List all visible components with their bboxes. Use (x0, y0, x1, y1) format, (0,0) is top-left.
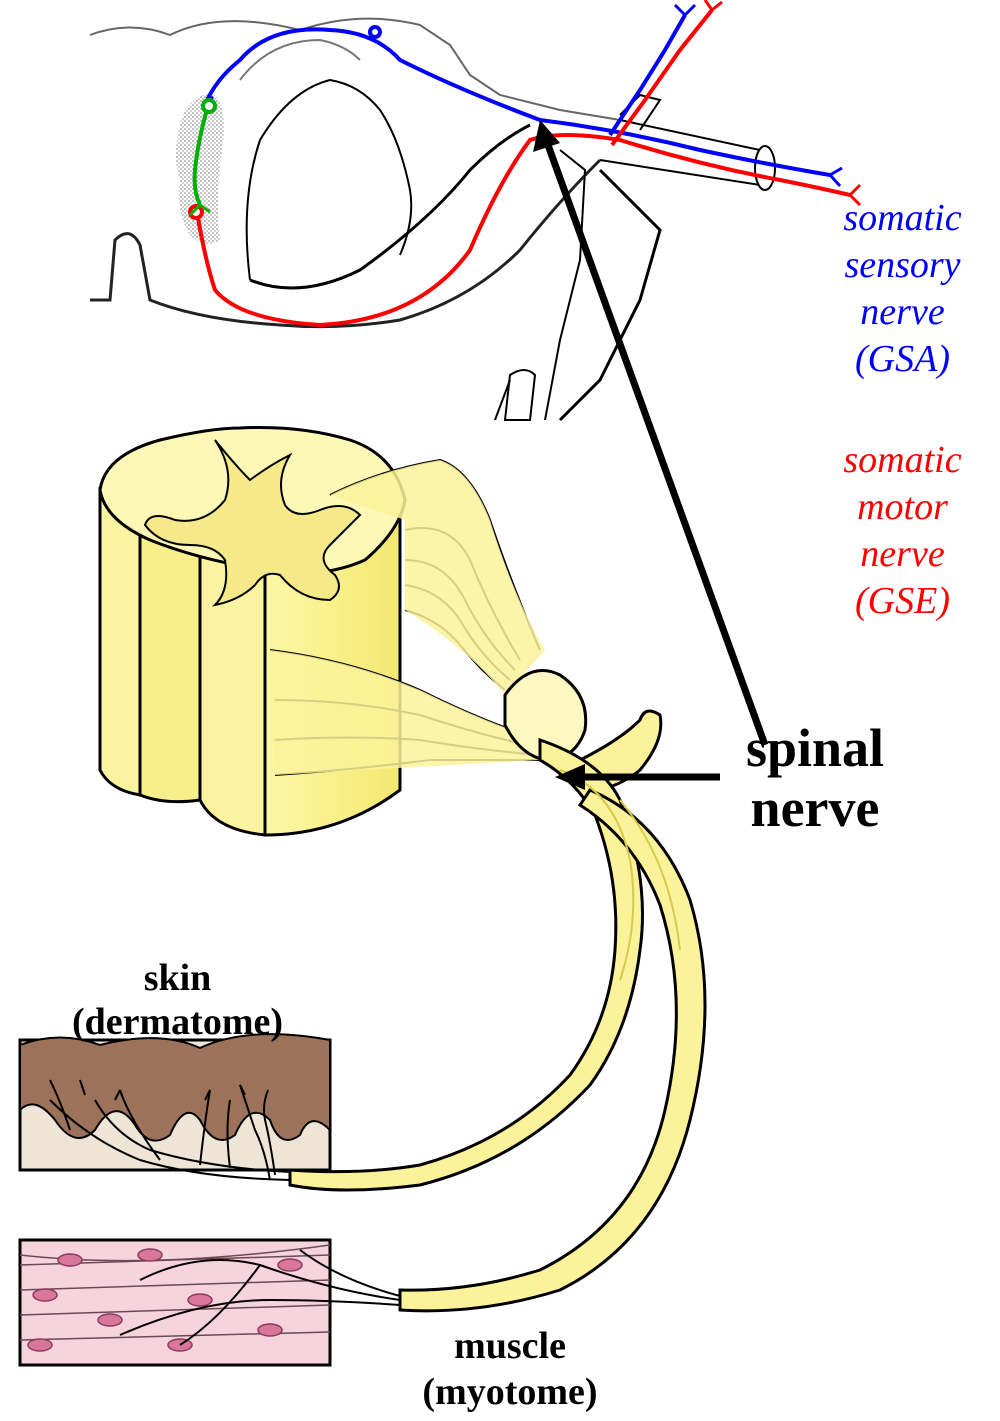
arrow-to-schematic (533, 120, 765, 745)
label-line: muscle (385, 1323, 635, 1369)
label-line: somatic (815, 437, 990, 484)
sensory-path (205, 29, 830, 175)
label-line: (GSE) (815, 578, 990, 625)
label-line: spinal (720, 718, 910, 778)
label-line: (myotome) (385, 1369, 635, 1415)
nerve-branches (290, 740, 705, 1311)
cord-cross-section-schematic (90, 0, 860, 420)
muscle-label: muscle (myotome) (385, 1323, 635, 1415)
label-line: sensory (815, 242, 990, 289)
motor-path (197, 135, 850, 325)
sensory-nerve-label: somatic sensory nerve (GSA) (815, 195, 990, 383)
skin-block (20, 1034, 330, 1180)
label-line: nerve (815, 531, 990, 578)
label-line: motor (815, 484, 990, 531)
label-line: somatic (815, 195, 990, 242)
label-line: nerve (815, 289, 990, 336)
label-line: nerve (720, 778, 910, 838)
motor-nerve-label: somatic motor nerve (GSE) (815, 437, 990, 625)
label-line: (dermatome) (40, 1000, 315, 1044)
spinal-nerve-label: spinal nerve (720, 718, 910, 838)
label-line: skin (40, 956, 315, 1000)
label-line: (GSA) (815, 336, 990, 383)
skin-label: skin (dermatome) (40, 956, 315, 1044)
muscle-block (20, 1240, 400, 1365)
